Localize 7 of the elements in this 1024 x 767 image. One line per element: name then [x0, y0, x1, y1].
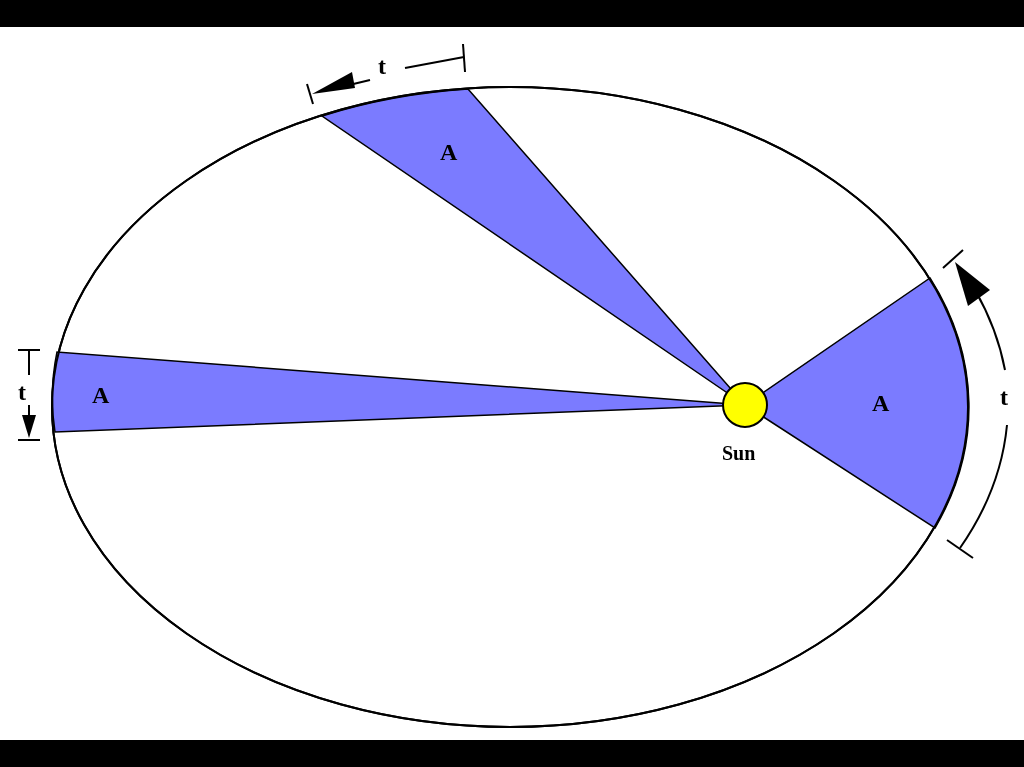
- time-label: t: [378, 54, 386, 78]
- time-label: t: [18, 380, 26, 404]
- area-label: A: [440, 140, 458, 164]
- time-label: t: [1000, 385, 1008, 409]
- sun-label: Sun: [722, 441, 756, 465]
- area-label: A: [92, 383, 110, 407]
- area-label: A: [872, 391, 890, 415]
